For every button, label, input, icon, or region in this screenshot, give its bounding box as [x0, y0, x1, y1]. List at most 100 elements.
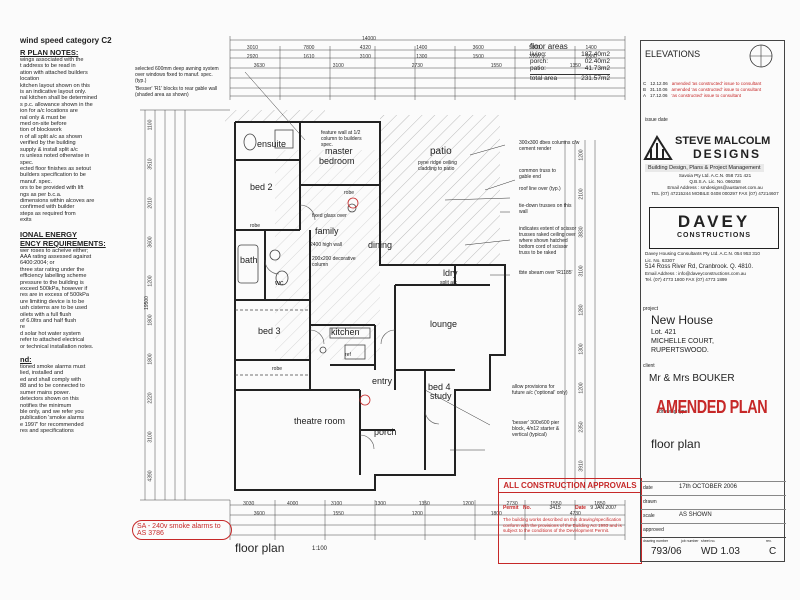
note-line: nal only & must be [20, 114, 67, 121]
dimension-label: 4730 [569, 511, 581, 517]
note-line: spec. [20, 159, 34, 166]
raked-ceiling-hatch [275, 150, 380, 360]
energy-note-line: exceed 500kPa, however if [20, 286, 88, 292]
note-line: kitchen layout shown on this [20, 82, 90, 89]
builder-detail-line: Davey Housing Consultants Pty Ltd. A.C.N… [645, 251, 760, 256]
client-label: client [643, 363, 655, 369]
metadata-label: scale [643, 513, 655, 519]
builder-details: Davey Housing Consultants Pty Ltd. A.C.N… [645, 251, 785, 284]
plan-scale: 1:100 [312, 546, 328, 552]
scissor-truss-note: indicates extent of scissor trusses rake… [519, 226, 577, 256]
dimension-label: 1300 [416, 54, 428, 60]
family-wall-note: 2400 high wall [310, 242, 342, 248]
dimension-label: 3100 [330, 501, 343, 507]
amended-plan-stamp: AMENDED PLAN [656, 397, 768, 417]
dimension-label: 2730 [506, 501, 518, 507]
smoke-note-line: lied, installed and [20, 370, 64, 377]
dimension-label: 1400 [585, 45, 597, 51]
approval-title: ALL CONSTRUCTION APPROVALS [499, 479, 641, 493]
metadata-value: AS SHOWN [679, 512, 712, 518]
wind-speed-category: wind speed category C2 [20, 36, 112, 45]
note-line: steps as required from [20, 210, 76, 217]
dimension-label: 1200 [411, 511, 423, 517]
room-master-2: bedroom [319, 156, 355, 166]
split-ac-label: split a/c [440, 280, 457, 286]
revision-date: 12.12.06 [650, 81, 668, 86]
dimension-label: 3910 [578, 460, 585, 472]
approval-fields: Permit No. 3415 Date 9 JAN 2007 [499, 493, 641, 517]
dimension-label: 1100 [147, 119, 154, 131]
room-patio: patio [430, 146, 452, 157]
floor-area-row: patio:41.73m2 [530, 65, 610, 72]
energy-note-line: 6400:2004; or [20, 260, 55, 267]
floor-area-value: 187.40m2 [581, 51, 610, 58]
dimension-label: 1350 [418, 501, 430, 507]
note-line: n of all split a/c as shown [20, 133, 83, 140]
note-line: ation with attached builders [20, 69, 88, 76]
note-line: location [20, 76, 40, 83]
room-porch: porch [374, 427, 397, 437]
footer-label: rev. [766, 539, 772, 543]
builder-detail-line: Email Address : info@daveyconstructions.… [645, 270, 746, 276]
permit-date: 9 JAN 2007 [590, 505, 617, 511]
smoke-note-line: ed and shall comply with [20, 376, 81, 383]
energy-note-line: three star rating under the [20, 266, 85, 273]
approval-stamp: ALL CONSTRUCTION APPROVALS Permit No. 34… [498, 478, 642, 564]
builder-detail-line: Lic. No. 63307 [645, 257, 675, 263]
dimension-label: 2220 [147, 392, 154, 404]
ac-provision-note: allow provisions for future a/c ('option… [512, 384, 568, 396]
energy-note-line: AAA rating assessed against [20, 253, 92, 260]
rear-gable-hatch [225, 110, 325, 122]
designer-tagline: Building Design, Plans & Project Managem… [645, 164, 764, 172]
energy-heading-1: IONAL ENERGY [20, 229, 77, 239]
smoke-note-line: sumer mains power. [20, 389, 71, 396]
note-line: ors to be provided with lift [20, 185, 84, 192]
dimension-label: 3030 [243, 501, 255, 507]
note-line: verified by the building [20, 140, 76, 147]
room-bed3: bed 3 [258, 326, 281, 336]
annotation-leaders [244, 71, 516, 451]
dimension-label: 3010 [246, 45, 259, 51]
revision-date: 31.10.06 [650, 87, 668, 92]
job-number: 793/06 [651, 546, 682, 557]
designer-detail-line: Savoia Pty Ltd. A.C.N. 058 721 421 [678, 173, 752, 178]
note-line: med on-site before [20, 121, 67, 128]
dimension-label: 3100 [529, 54, 541, 60]
note-line: is an indicative layout only. [20, 89, 87, 96]
patio-hatch-area [380, 115, 500, 265]
room-laundry: ldry [443, 268, 458, 278]
energy-note-line: d solar hot water system [20, 330, 81, 337]
dimension-label: 3510 [147, 158, 154, 170]
revision-rev: C [643, 81, 647, 86]
smoke-note-line: notifies the minimum [20, 402, 72, 409]
note-line: confirmed with builder [20, 204, 75, 211]
smoke-note-line: ble only, and we refer you [20, 408, 84, 415]
energy-note-line: refer to attached electrical [20, 337, 85, 344]
gable-block-note: 'Besser' 'R1' blocks to rear gable wall … [135, 86, 218, 98]
floor-area-value: 41.73m2 [584, 65, 610, 72]
dimension-label: 3100 [147, 431, 154, 443]
permit-date-label: Date [575, 505, 586, 511]
elevations-label: ELEVATIONS [645, 49, 701, 59]
room-lounge: lounge [430, 319, 458, 329]
metadata-row: scale AS SHOWN [641, 509, 786, 523]
dimension-label: 1200 [462, 501, 474, 507]
footer-label: job number [681, 539, 699, 543]
energy-note-line: or technical installation notes. [20, 343, 94, 350]
room-ensuite: ensuite [257, 139, 287, 149]
energy-note-line: ush cisterns are to be used [20, 305, 88, 312]
note-line: supply & install split a/c [20, 146, 78, 153]
smoke-note-line: e 1997' for recommended [20, 421, 84, 428]
plan-title: floor plan [235, 541, 285, 555]
window-awning-note: selected 600mm deep awning system over w… [135, 66, 219, 84]
smoke-note-line: res and specifications [20, 428, 74, 435]
steve-malcolm-logo-icon [643, 135, 673, 160]
